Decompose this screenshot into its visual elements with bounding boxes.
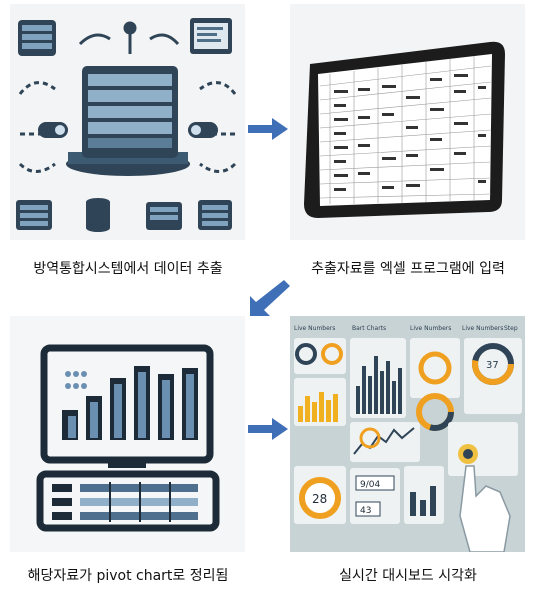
- table-icon: [36, 470, 220, 532]
- server-illustration: [16, 18, 237, 232]
- dashboard-donut: [416, 393, 454, 431]
- step3-image-pivot-chart: [10, 316, 245, 552]
- pivot-chart-illustration: [36, 344, 220, 532]
- dashboard-number-cards: [410, 338, 460, 398]
- dashboard-header-3: Live Numbers: [410, 325, 451, 332]
- bottom-database-icons: [16, 198, 232, 232]
- step2-image-excel-sheet: [290, 4, 525, 240]
- step1-caption: 방역통합시스템에서 데이터 추출: [33, 261, 223, 277]
- dashboard-small-panels: [404, 422, 518, 524]
- spreadsheet-cells: [334, 74, 486, 191]
- arrow-right-1: [248, 118, 288, 140]
- step4-caption: 실시간 대시보드 시각화: [339, 568, 477, 584]
- mini-gauges: [294, 338, 346, 374]
- window-icon: [190, 18, 232, 54]
- dashboard-line-chart: [350, 422, 420, 462]
- dashboard-illustration: Live Numbers Bart Charts Live Numbers Li…: [290, 316, 525, 552]
- dashboard-yellow-bars: [294, 378, 346, 426]
- network-arrows-icon: [78, 21, 180, 54]
- monitor-icon: [40, 344, 214, 468]
- gauge-value: 28: [312, 492, 327, 506]
- dashboard-value-boxes: 9/04 43: [350, 468, 400, 524]
- bar-chart-icon: [62, 366, 198, 440]
- spreadsheet-illustration: [304, 41, 505, 218]
- database-icon: [18, 20, 56, 56]
- step3-caption: 해당자료가 pivot chart로 정리됨: [27, 568, 229, 584]
- step2-caption: 추출자료를 엑셀 프로그램에 입력: [311, 261, 505, 277]
- dashboard-bar-chart: [350, 338, 406, 418]
- arrow-diagonal: [250, 280, 290, 316]
- value-box-2: 43: [360, 506, 371, 516]
- server-tower: [66, 66, 190, 176]
- hand-pointer-icon: [459, 465, 511, 552]
- dashboard-header-2: Bart Charts: [352, 325, 386, 332]
- ring-value: 37: [486, 360, 499, 371]
- dashboard-header-1: Live Numbers: [294, 325, 335, 332]
- step4-image-dashboard: Live Numbers Bart Charts Live Numbers Li…: [290, 316, 525, 552]
- dashboard-ring-gauge: 37: [464, 338, 522, 414]
- step1-image-server-extraction: [10, 4, 245, 240]
- arrow-right-2: [248, 418, 288, 440]
- dashboard-gauge-28: 28: [294, 466, 346, 524]
- dashboard-header-5: Step: [504, 325, 518, 332]
- value-box-1: 9/04: [360, 480, 380, 490]
- spreadsheet-grid: [319, 56, 492, 204]
- dashboard-header-4: Live Numbers: [462, 325, 503, 332]
- toggle-icons: [38, 122, 218, 138]
